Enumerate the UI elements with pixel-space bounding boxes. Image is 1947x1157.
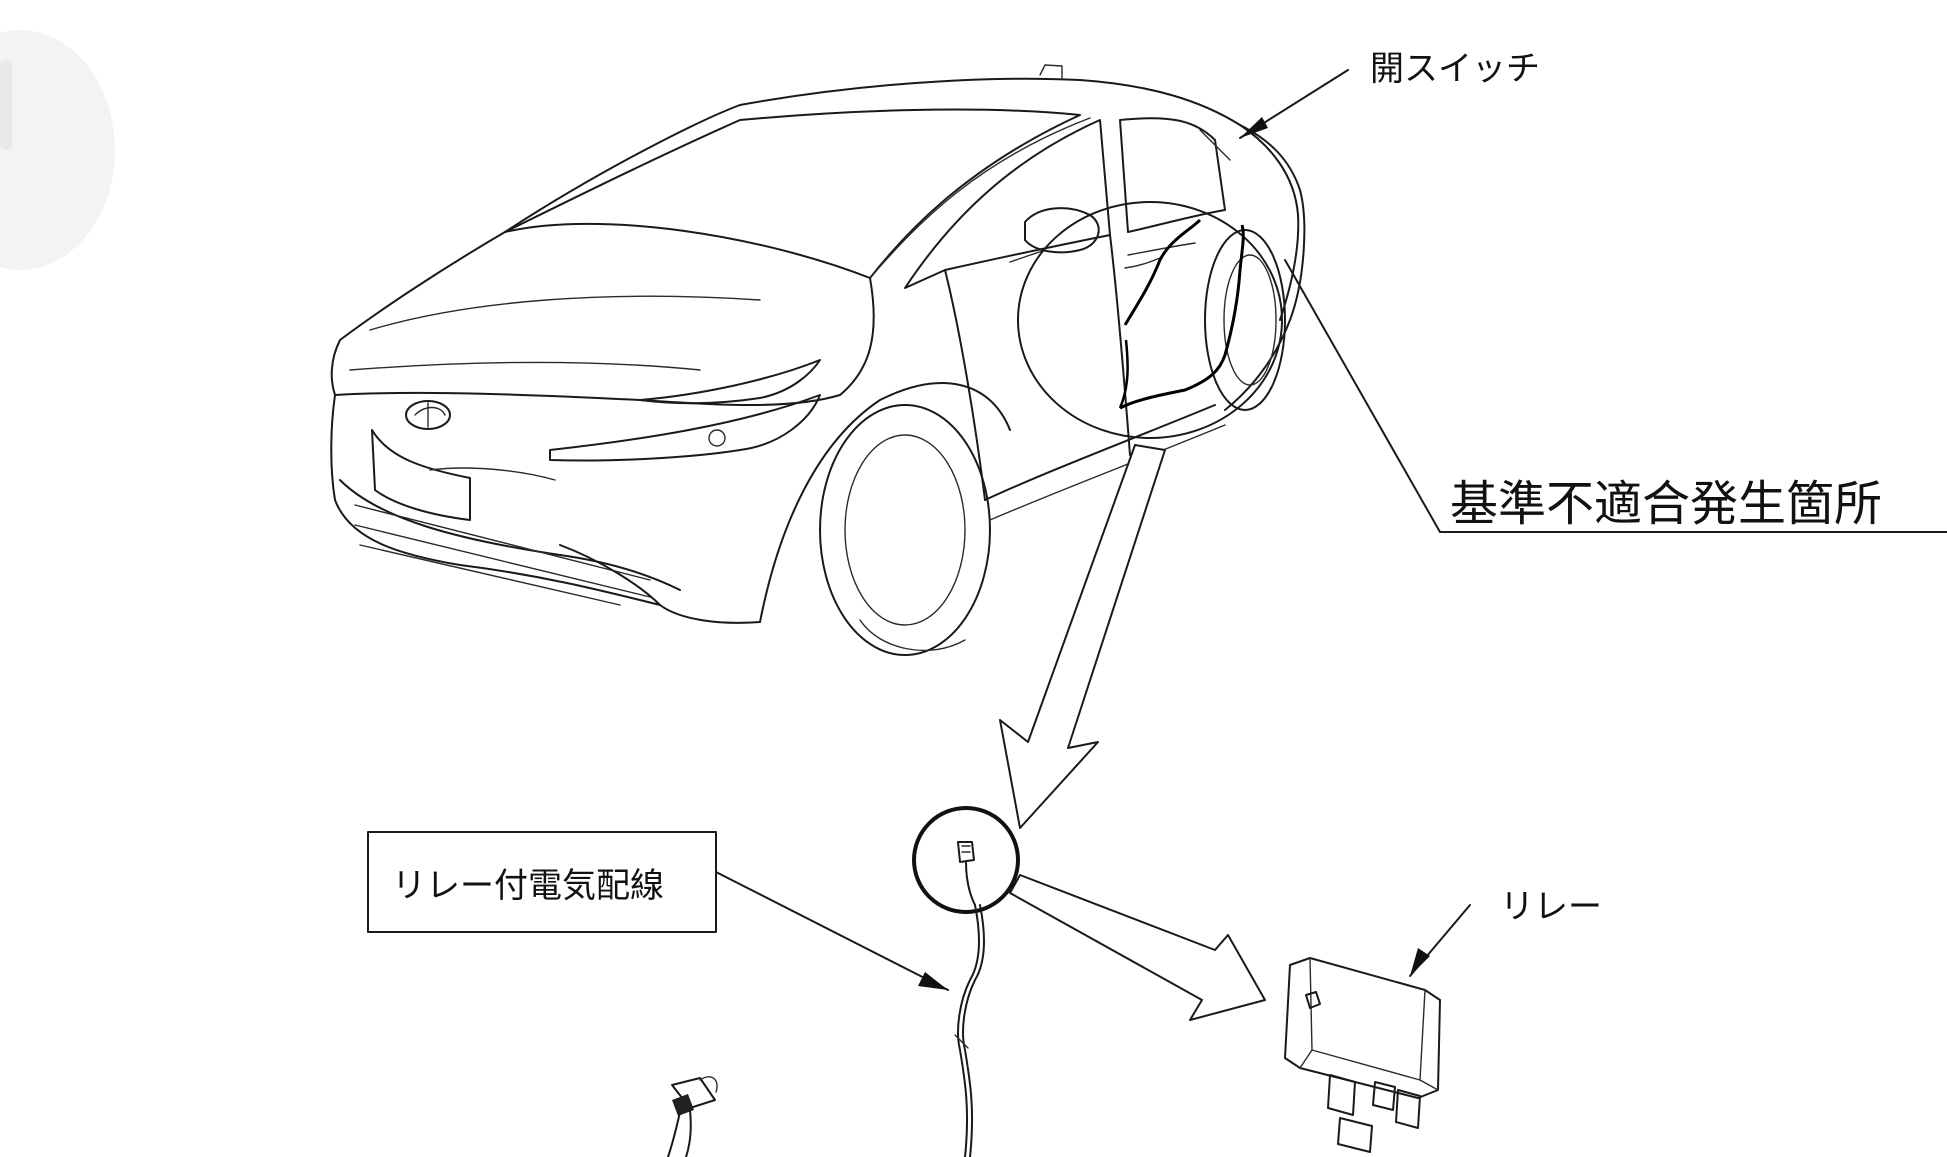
connector-icon <box>912 806 1020 914</box>
nonconformity-location-label: 基準不適合発生箇所 <box>1450 476 1882 532</box>
wiring-label-callout: リレー付電気配線 <box>367 831 949 991</box>
open-switch-label: 開スイッチ <box>1370 49 1540 89</box>
car-line-drawing-icon <box>330 64 1306 656</box>
relay-label: リレー <box>1500 887 1602 927</box>
nonconformity-callout: 基準不適合発生箇所 <box>1284 259 1947 533</box>
relay-module-icon: リレー <box>1284 887 1602 1153</box>
zoom-arrow <box>999 444 1166 829</box>
wiring-with-relay-label: リレー付電気配線 <box>392 866 664 906</box>
left-edge-shadow <box>0 30 115 270</box>
wiring-harness-icon <box>667 904 985 1157</box>
relay-arrow <box>1009 874 1266 1021</box>
open-switch-callout: 開スイッチ <box>1239 49 1540 139</box>
